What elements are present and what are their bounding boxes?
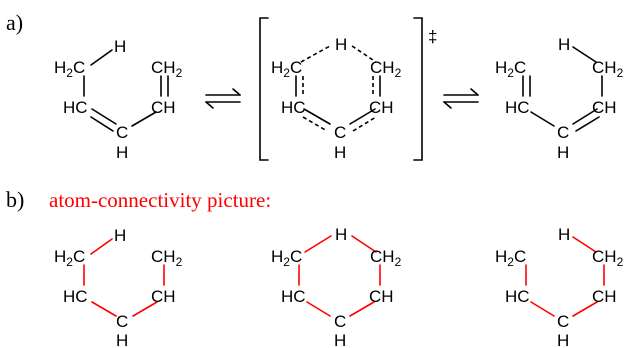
atom-h2c: H2C <box>271 247 302 269</box>
atom-hc: HC <box>505 287 530 306</box>
atom-hc: HC <box>505 98 530 117</box>
connectivity-reactant: H H2C CH2 HC CH C H <box>54 226 183 348</box>
atom-ch: CH <box>592 287 617 306</box>
atom-ch: CH <box>369 287 394 306</box>
atom-hc: HC <box>281 98 306 117</box>
atom-h2c: H2C <box>54 58 85 80</box>
product-structure: H H2C CH2 HC CH C H <box>495 35 624 162</box>
atom-h: H <box>334 143 346 162</box>
atom-hc: HC <box>63 287 88 306</box>
atom-ch2: CH2 <box>370 247 402 269</box>
atom-h: H <box>334 331 346 348</box>
atom-c: C <box>557 123 569 142</box>
atom-h: H <box>335 225 347 244</box>
atom-h2c: H2C <box>495 58 526 80</box>
connectivity-product: H H2C CH2 HC CH C H <box>495 225 624 348</box>
atom-h: H <box>116 331 128 348</box>
atom-ch: CH <box>592 98 617 117</box>
atom-h: H <box>114 37 126 56</box>
atom-h: H <box>116 143 128 162</box>
atom-c: C <box>557 312 569 331</box>
atom-h: H <box>557 331 569 348</box>
atom-c: C <box>116 123 128 142</box>
atom-ch2: CH2 <box>370 58 402 80</box>
atom-ch: CH <box>151 287 176 306</box>
atom-ch2: CH2 <box>592 247 624 269</box>
atom-ch: CH <box>151 98 176 117</box>
atom-c: C <box>334 312 346 331</box>
equilibrium-arrow <box>443 88 479 109</box>
atom-hc: HC <box>63 98 88 117</box>
atom-ch2: CH2 <box>151 58 183 80</box>
atom-h: H <box>557 143 569 162</box>
atom-c: C <box>334 123 346 142</box>
atom-hc: HC <box>281 287 306 306</box>
atom-h2c: H2C <box>54 247 85 269</box>
transition-state-structure: ‡ H H2C CH2 HC CH C H <box>259 17 437 162</box>
atom-ch: CH <box>369 98 394 117</box>
part-a-label: a) <box>6 10 23 35</box>
part-b-label: b) <box>6 187 24 212</box>
atom-h2c: H2C <box>495 247 526 269</box>
equilibrium-arrow <box>205 88 241 109</box>
atom-h2c: H2C <box>271 58 302 80</box>
atom-c: C <box>116 312 128 331</box>
transition-state-mark: ‡ <box>428 27 437 46</box>
atom-h: H <box>114 226 126 245</box>
atom-h: H <box>558 35 570 54</box>
atom-ch2: CH2 <box>592 58 624 80</box>
atom-h: H <box>335 35 347 54</box>
connectivity-title: atom-connectivity picture: <box>49 188 271 212</box>
reactant-structure: H H2C CH2 HC CH C H <box>54 37 183 162</box>
connectivity-transition-state: H H2C CH2 HC CH C H <box>271 225 402 348</box>
atom-ch2: CH2 <box>151 247 183 269</box>
atom-h: H <box>558 225 570 244</box>
